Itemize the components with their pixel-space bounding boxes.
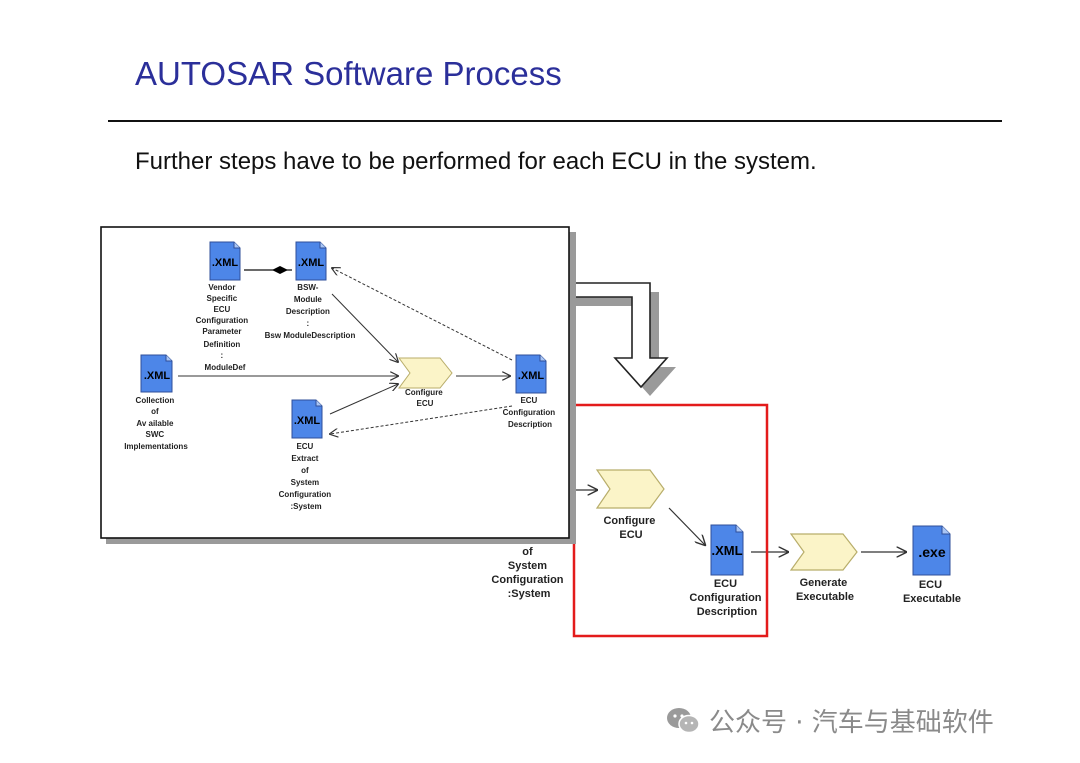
inset-ecu-config-label: ECU Configuration Description bbox=[503, 396, 558, 429]
inset-dashed-arrow-to-bsw bbox=[332, 268, 513, 361]
main-configure-activity bbox=[595, 469, 665, 509]
inset-bsw-label: BSW- Module Description : Bsw ModuleDesc… bbox=[265, 283, 356, 340]
inset-composition-diamond bbox=[272, 266, 288, 274]
slide-subtitle: Further steps have to be performed for e… bbox=[135, 148, 817, 175]
inset-configure-label: Configure ECU bbox=[405, 388, 445, 408]
main-extract-label: of System Configuration :System bbox=[491, 546, 566, 600]
svg-text:.XML: .XML bbox=[518, 370, 545, 382]
watermark-text: 公众号 · 汽车与基础软件 bbox=[709, 708, 994, 738]
svg-text:.XML: .XML bbox=[294, 415, 321, 427]
wechat-icon bbox=[667, 707, 700, 733]
inset-arrow-bsw-to-configure bbox=[331, 293, 398, 362]
inset-ecu-extract-label: ECU Extract of System Configuration :Sys… bbox=[279, 442, 334, 511]
svg-text:.XML: .XML bbox=[298, 257, 325, 269]
watermark: 公众号 · 汽车与基础软件 bbox=[665, 702, 994, 739]
exe-doc-icon: .exe bbox=[912, 525, 951, 576]
arrow-configure-to-config bbox=[668, 507, 705, 545]
inset-ecu-config-doc-icon: .XML bbox=[515, 354, 547, 394]
generate-label: Generate Executable bbox=[796, 577, 854, 603]
main-ecu-config-label: ECU Configuration Description bbox=[689, 578, 764, 618]
inset-collection-doc-icon: .XML bbox=[140, 354, 173, 393]
slide-title: AUTOSAR Software Process bbox=[135, 55, 562, 92]
big-bent-arrow bbox=[565, 282, 669, 389]
executable-label: ECU Executable bbox=[903, 579, 961, 605]
generate-activity bbox=[789, 533, 858, 571]
big-arrow-shadow bbox=[575, 292, 676, 396]
inset-configure-activity bbox=[398, 357, 453, 389]
svg-text:.XML: .XML bbox=[711, 543, 742, 558]
main-ecu-config-doc-icon: .XML bbox=[710, 524, 744, 576]
inset-vendor-def-doc-icon: .XML bbox=[209, 241, 241, 281]
inset-collection-label: Collection of Av ailable SWC Implementat… bbox=[124, 396, 188, 451]
title-divider bbox=[108, 120, 1002, 122]
inset-vendor-def-label: Vendor Specific ECU Configuration Parame… bbox=[196, 283, 251, 372]
main-configure-label: Configure ECU bbox=[603, 515, 658, 541]
svg-text:.XML: .XML bbox=[212, 257, 239, 269]
inset-ecu-extract-doc-icon: .XML bbox=[291, 399, 323, 439]
inset-bsw-doc-icon: .XML bbox=[295, 241, 327, 281]
svg-text:.exe: .exe bbox=[918, 544, 945, 560]
svg-text:.XML: .XML bbox=[144, 370, 171, 382]
inset-arrow-extract-to-configure bbox=[329, 384, 398, 415]
inset-dashed-arrow-to-extract bbox=[330, 405, 513, 434]
inset-panel bbox=[100, 226, 570, 539]
